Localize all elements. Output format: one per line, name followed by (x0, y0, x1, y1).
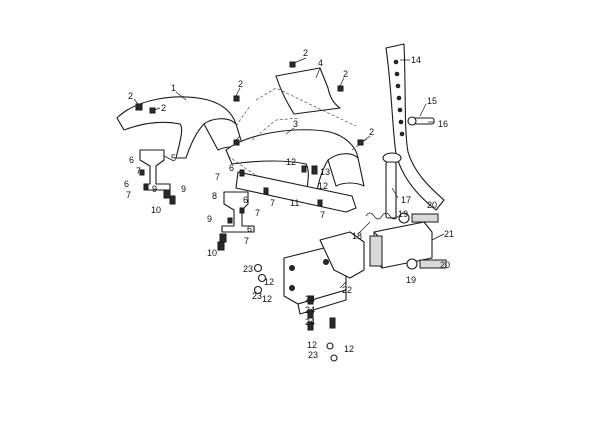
callout-23: 23 (252, 291, 262, 301)
callout-21: 21 (444, 229, 454, 239)
callout-24: 24 (305, 305, 315, 315)
callout-12: 12 (286, 157, 296, 167)
callout-23: 23 (308, 350, 318, 360)
callout-7: 7 (270, 198, 275, 208)
hitch-bracket (369, 221, 433, 269)
bolt-upper (398, 212, 439, 224)
callout-22: 22 (342, 285, 352, 295)
callout-7: 7 (244, 236, 249, 246)
callout-7: 7 (255, 208, 260, 218)
callout-12: 12 (344, 344, 354, 354)
callout-7: 7 (136, 166, 141, 176)
callout-20: 20 (427, 200, 437, 210)
pin (407, 116, 435, 126)
callout-6: 6 (247, 224, 252, 234)
callout-24: 24 (305, 294, 315, 304)
callout-18: 18 (352, 231, 362, 241)
rod-with-ring (382, 152, 402, 219)
fasteners (135, 61, 364, 362)
callout-16: 16 (438, 119, 448, 129)
callout-2: 2 (303, 48, 308, 58)
callout-12: 12 (264, 277, 274, 287)
callout-6: 6 (243, 195, 248, 205)
spring (365, 212, 399, 220)
callout-8: 8 (212, 191, 217, 201)
callout-7: 7 (126, 190, 131, 200)
callout-7: 7 (320, 210, 325, 220)
callout-17: 17 (401, 195, 411, 205)
callout-7: 7 (215, 172, 220, 182)
callout-5: 5 (171, 153, 176, 163)
callout-15: 15 (427, 96, 437, 106)
callout-19: 19 (398, 209, 408, 219)
callout-9: 9 (207, 214, 212, 224)
leader-lines (133, 57, 445, 289)
callout-10: 10 (207, 248, 217, 258)
callout-23: 23 (243, 264, 253, 274)
callout-2: 2 (161, 103, 166, 113)
callout-9: 9 (181, 184, 186, 194)
callout-2: 2 (343, 69, 348, 79)
mounting-bracket (283, 231, 365, 315)
callout-14: 14 (411, 55, 421, 65)
bracket-center (221, 191, 255, 233)
callout-labels: 1 2 2 2 2 2 2 3 4 5 6 6 6 6 6 7 7 7 7 7 … (124, 48, 454, 360)
callout-2: 2 (369, 127, 374, 137)
callout-2: 2 (238, 79, 243, 89)
fender-right (225, 129, 365, 197)
callout-13: 13 (320, 167, 330, 177)
callout-12: 12 (262, 294, 272, 304)
callout-4: 4 (318, 58, 323, 68)
cover-plate (275, 67, 341, 115)
callout-24: 24 (305, 317, 315, 327)
callout-2: 2 (128, 91, 133, 101)
callout-6: 6 (129, 155, 134, 165)
callout-9: 9 (152, 184, 157, 194)
callout-19: 19 (406, 275, 416, 285)
callout-10: 10 (151, 205, 161, 215)
adjustment-plate (385, 43, 445, 211)
callout-20: 20 (440, 260, 450, 270)
callout-12: 12 (318, 181, 328, 191)
bolt-lower (406, 258, 447, 270)
callout-3: 3 (293, 119, 298, 129)
callout-11: 11 (290, 198, 299, 208)
support-bar (235, 171, 357, 213)
callout-1: 1 (171, 83, 176, 93)
callout-6: 6 (124, 179, 129, 189)
callout-6: 6 (229, 163, 234, 173)
callout-12: 12 (307, 340, 317, 350)
